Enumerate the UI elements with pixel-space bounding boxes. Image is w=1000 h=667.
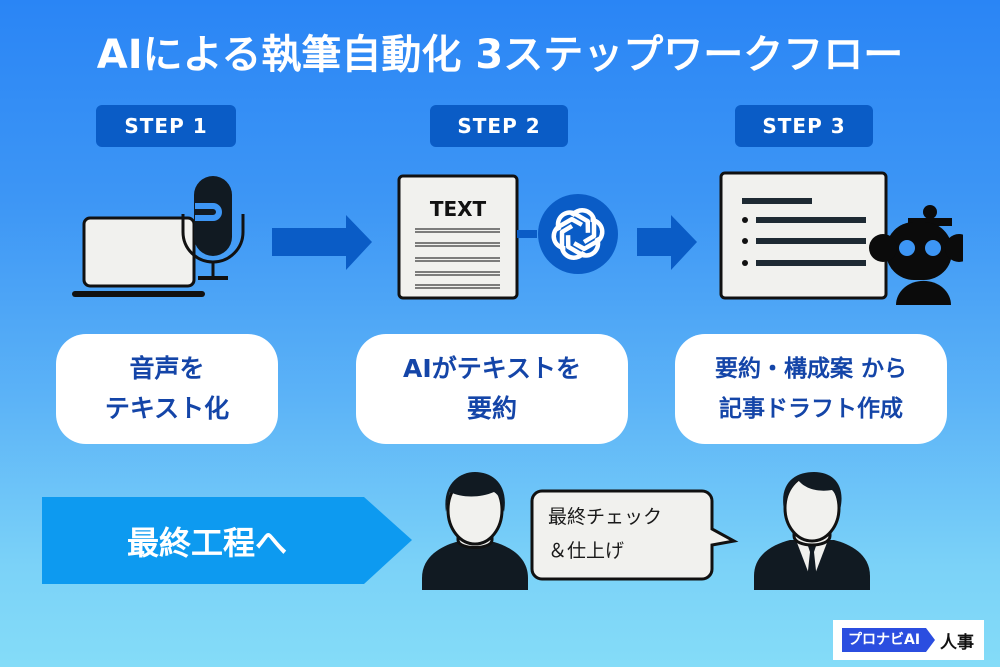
speech-line-1: 最終チェック [548, 506, 663, 528]
laptop-icon [72, 216, 205, 297]
brand-logo: プロナビAI 人事 [833, 620, 984, 660]
step-1-badge: STEP 1 [96, 105, 236, 147]
businessman-icon [754, 472, 870, 590]
microphone-icon [181, 176, 245, 280]
document-label: TEXT [430, 197, 487, 221]
final-step-label: 最終工程へ [126, 523, 287, 562]
step-1-card-line-1: 音声を [129, 354, 205, 383]
step-3-illustration [719, 171, 963, 305]
final-step-arrow [42, 497, 412, 584]
speech-bubble-icon [530, 489, 739, 581]
flow-arrow-1 [272, 215, 372, 270]
step-1-illustration [72, 176, 245, 297]
robot-icon [869, 205, 963, 305]
logo-brand-name: プロナビAI [842, 628, 936, 652]
step-3-card-line-1: 要約・構成案 から [714, 356, 907, 382]
draft-document-icon [719, 171, 888, 300]
text-document-icon: TEXT [397, 174, 519, 300]
speech-line-2: ＆仕上げ [548, 540, 625, 562]
page-title: AIによる執筆自動化 3ステップワークフロー [96, 32, 904, 78]
step-1-card: 音声を テキスト化 [56, 334, 278, 444]
step-3-card-line-2: 記事ドラフト作成 [719, 396, 903, 422]
step-2-card-line-2: 要約 [466, 394, 517, 423]
step-3-badge: STEP 3 [735, 105, 873, 147]
step-2-illustration: TEXT [397, 174, 618, 300]
step-2-badge: STEP 2 [430, 105, 568, 147]
step-2-card-line-1: AIがテキストを [403, 354, 581, 383]
step-2-card: AIがテキストを 要約 [356, 334, 628, 444]
speech-bubble-text: 最終チェック ＆仕上げ [548, 500, 718, 568]
logo-suffix: 人事 [940, 632, 975, 653]
step-3-card: 要約・構成案 から 記事ドラフト作成 [675, 334, 947, 444]
flow-arrow-2 [637, 215, 697, 270]
person-icon [422, 472, 528, 590]
openai-logo-icon [538, 194, 618, 274]
step-1-card-line-2: テキスト化 [104, 394, 230, 423]
